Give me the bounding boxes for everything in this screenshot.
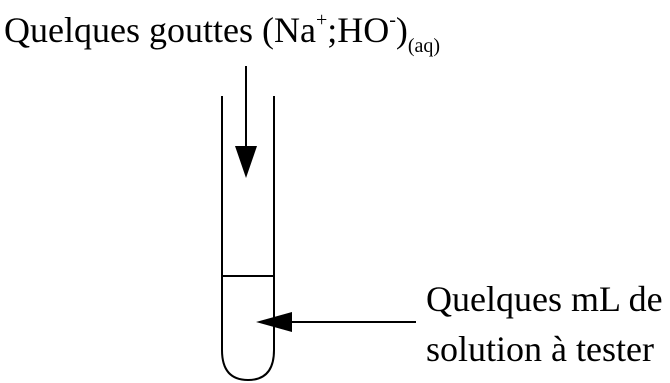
solution-arrow (256, 312, 416, 332)
reagent-closing: ) (395, 10, 408, 50)
solution-label-line2: solution à tester (426, 329, 654, 369)
test-tube-outline (221, 96, 275, 382)
state-subscript: (aq) (407, 35, 441, 57)
reagent-arrow (235, 66, 257, 178)
solution-label: Quelques mL de solution à tester (426, 274, 663, 374)
anion-charge: - (389, 9, 396, 31)
reagent-label-text: Quelques gouttes (Na (4, 10, 316, 50)
reagent-separator: ;HO (327, 10, 390, 50)
cation-charge: + (315, 9, 328, 31)
solution-arrow-head (256, 312, 292, 332)
solution-label-line1: Quelques mL de (426, 279, 663, 319)
reagent-arrow-head (235, 146, 257, 178)
reagent-label: Quelques gouttes (Na+;HO-)(aq) (4, 8, 440, 56)
